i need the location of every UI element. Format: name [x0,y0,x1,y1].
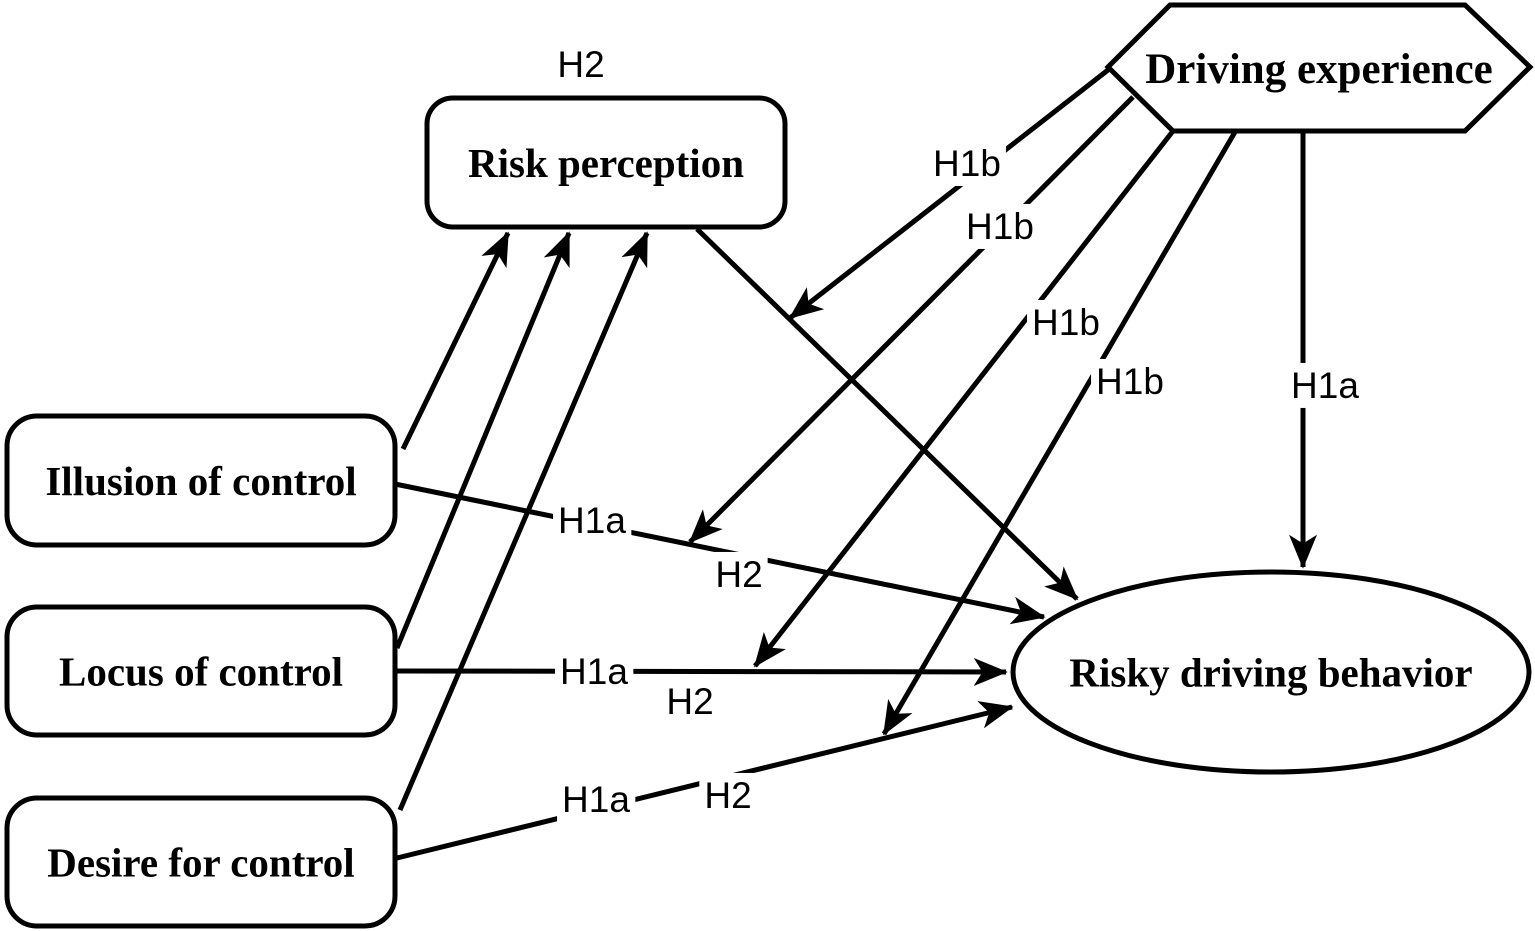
h2-risk-perception-label: H2 [552,41,610,87]
h1b-locus-path-label-halo [1027,299,1105,345]
h2-desire-label-text: H2 [704,775,751,816]
h1a-experience-label-halo [1286,362,1365,408]
h1b-illusion-path-label: H1b [961,203,1039,249]
h1a-illusion-label-text: H1a [558,500,626,541]
experience-moderates-illusion-path-arrow [688,95,1135,544]
h1a-desire-label-halo [557,776,636,822]
risk-perception-node: Risk perception [424,95,788,230]
h2-desire-label-halo [699,772,757,818]
h1b-desire-path-label: H1b [1091,358,1169,404]
desire-for-control-node: Desire for control [4,795,398,929]
risky-driving-behavior-shape [1010,569,1532,775]
h1a-desire-label-text: H1a [562,779,630,820]
h2-risk-perception-label-text: H2 [557,44,604,85]
h1b-locus-path-label: H1b [1027,299,1105,345]
h1a-illusion-label-halo [553,497,632,543]
risky-driving-behavior-node: Risky driving behavior [1010,569,1532,775]
h2-illusion-label-halo [710,551,768,597]
driving-experience-label: Driving experience [1145,46,1493,93]
h1a-illusion-label: H1a [553,497,632,543]
h1a-experience-label: H1a [1286,362,1365,408]
h1a-locus-label-text: H1a [560,651,628,692]
experience-moderates-risk-perception-path-arrow [788,68,1110,320]
h1b-desire-path-label-text: H1b [1096,361,1164,402]
locus-of-control-node: Locus of control [4,604,398,738]
h1b-risk-perception-path-label: H1b [928,140,1006,186]
locus-to-risky-driving-arrow [394,657,1008,686]
h2-illusion-label-text: H2 [715,554,762,595]
h1a-experience-label-text: H1a [1291,365,1359,406]
experience-moderates-desire-path-arrow [881,130,1238,736]
risk-perception-shape [424,95,788,230]
h1a-locus-label: H1a [555,648,634,694]
h2-locus-label: H2 [661,678,719,724]
h1a-desire-label: H1a [557,776,636,822]
illusion-to-risk-perception-arrow [400,231,511,451]
h2-locus-label-text: H2 [666,681,713,722]
h1b-risk-perception-path-label-halo [928,140,1006,186]
h1b-illusion-path-label-halo [961,203,1039,249]
illusion-of-control-shape [4,413,398,548]
illusion-of-control-label: Illusion of control [45,458,356,504]
locus-of-control-label: Locus of control [59,648,343,694]
h1b-risk-perception-path-label-text: H1b [933,143,1001,184]
risky-driving-behavior-label: Risky driving behavior [1069,649,1472,695]
h2-risk-perception-label-halo [552,41,610,87]
nodes-layer: Risk perception Driving experienceIllusio… [4,2,1534,929]
experience-moderates-locus-path-arrow [753,129,1175,668]
risk-perception-to-risky-driving-arrow [695,227,1079,601]
h1b-illusion-path-label-text: H1b [966,206,1034,247]
desire-for-control-label: Desire for control [47,839,354,885]
risk-perception-label: Risk perception [468,140,744,186]
desire-for-control-shape [4,795,398,929]
illusion-of-control-node: Illusion of control [4,413,398,548]
driving-experience-shape [1104,2,1534,134]
h2-locus-label-halo [661,678,719,724]
edges-layer [394,68,1317,861]
h1b-desire-path-label-halo [1091,358,1169,404]
h1a-locus-label-halo [555,648,634,694]
h1b-locus-path-label-text: H1b [1032,302,1100,343]
locus-of-control-shape [4,604,398,738]
driving-experience-node: Driving experience [1104,2,1534,134]
locus-to-risk-perception-arrow [394,231,572,649]
h2-illusion-label: H2 [710,551,768,597]
illusion-to-risky-driving-arrow [394,481,1046,625]
desire-to-risk-perception-arrow [397,231,650,811]
h2-desire-label: H2 [699,772,757,818]
